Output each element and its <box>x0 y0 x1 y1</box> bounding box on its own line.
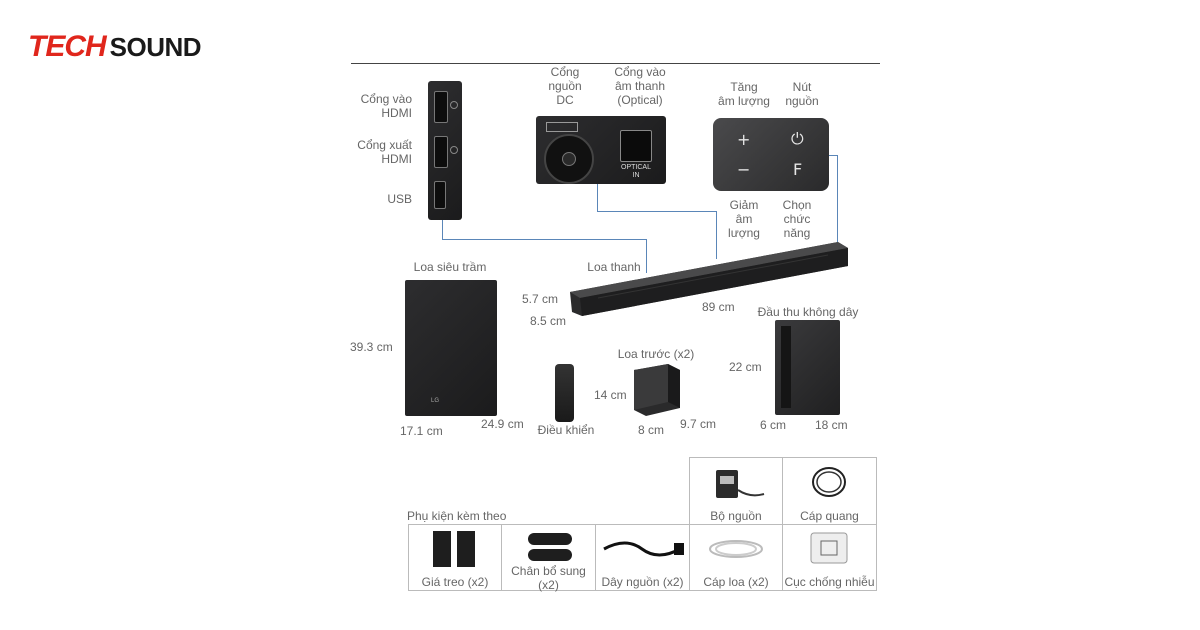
dim-receiver-width: 6 cm <box>760 418 786 432</box>
leader-line <box>442 220 443 239</box>
label-power-button: Nút nguồn <box>780 80 824 108</box>
dim-front-width: 8 cm <box>638 423 664 437</box>
label-volume-up: Tăng âm lượng <box>714 80 774 108</box>
label-usb: USB <box>340 192 412 206</box>
power-adapter-icon <box>690 460 782 508</box>
label-function: Chọn chức năng <box>773 198 821 240</box>
accessory-label: Chân bổ sung (x2) <box>502 564 595 592</box>
rear-ports-panel <box>428 81 462 220</box>
dim-sub-width: 17.1 cm <box>400 424 443 438</box>
dim-receiver-depth: 18 cm <box>815 418 848 432</box>
accessory-label: Giá treo (x2) <box>409 575 501 589</box>
accessory-label: Cáp loa (x2) <box>690 575 782 589</box>
plus-icon: + <box>737 132 750 148</box>
accessory-label: Cáp quang <box>783 509 876 523</box>
label-front-speakers: Loa trước (x2) <box>608 347 704 361</box>
label-subwoofer: Loa siêu trầm <box>400 260 500 274</box>
accessory-cell: Dây nguồn (x2) <box>595 524 690 591</box>
usb-port <box>434 181 446 209</box>
power-icon: ⏻ <box>791 131 804 147</box>
extra-feet-icon <box>502 527 595 567</box>
wall-bracket-icon <box>409 527 501 571</box>
minus-icon: − <box>737 162 750 178</box>
dim-sub-height: 39.3 cm <box>350 340 393 354</box>
optical-cable-icon <box>783 460 876 508</box>
label-dc-power: Cổng nguồn DC <box>540 65 590 107</box>
header-divider <box>351 63 880 64</box>
dim-receiver-height: 22 cm <box>729 360 762 374</box>
top-control-panel: + ⏻ − F <box>713 118 829 191</box>
accessory-cell: Cục chống nhiễu <box>782 524 877 591</box>
accessory-cell: Chân bổ sung (x2) <box>501 524 596 591</box>
subwoofer-image: LG <box>405 280 497 416</box>
label-hdmi-in: Cổng vào HDMI <box>340 92 412 120</box>
logo-tech-text: TECH <box>28 30 106 64</box>
label-volume-down: Giảm âm lượng <box>720 198 768 240</box>
accessory-cell: Giá treo (x2) <box>408 524 502 591</box>
dim-sub-depth: 24.9 cm <box>481 417 524 431</box>
dim-front-height: 14 cm <box>594 388 627 402</box>
label-wireless-receiver: Đầu thu không dây <box>752 305 864 319</box>
function-icon: F <box>793 162 802 178</box>
accessory-label: Cục chống nhiễu <box>783 575 876 589</box>
speaker-cable-icon <box>690 527 782 571</box>
label-optical-in: Cổng vào âm thanh (Optical) <box>603 65 677 107</box>
front-speaker-image <box>628 360 690 420</box>
accessory-cell: Cáp quang <box>782 457 877 525</box>
screw-icon <box>450 101 458 109</box>
accessory-cell: Cáp loa (x2) <box>689 524 783 591</box>
accessories-title: Phụ kiện kèm theo <box>407 509 547 523</box>
wireless-receiver-image <box>775 320 840 415</box>
dim-soundbar-width: 89 cm <box>702 300 735 314</box>
accessory-cell: Bộ nguồn <box>689 457 783 525</box>
power-optical-panel: OPTICAL IN <box>536 116 666 184</box>
dim-soundbar-depth: 8.5 cm <box>530 314 566 328</box>
dc-marking <box>546 122 578 132</box>
label-remote: Điều khiển <box>530 423 602 437</box>
ferrite-core-icon <box>783 527 876 571</box>
optical-port-text: OPTICAL IN <box>614 164 658 180</box>
dc-power-port <box>544 134 594 184</box>
leader-line <box>597 211 717 212</box>
hdmi-in-port <box>434 91 448 123</box>
power-cord-icon <box>596 527 689 571</box>
lg-logo-icon: LG <box>431 398 439 404</box>
dim-front-depth: 9.7 cm <box>680 417 716 431</box>
leader-line <box>837 155 838 245</box>
accessory-label: Dây nguồn (x2) <box>596 575 689 589</box>
techsound-logo: TECH SOUND <box>28 30 201 64</box>
optical-port <box>620 130 652 162</box>
leader-line <box>597 184 598 212</box>
logo-sound-text: SOUND <box>110 32 201 63</box>
screw-icon <box>450 146 458 154</box>
dim-soundbar-height: 5.7 cm <box>522 292 558 306</box>
remote-image <box>555 364 574 422</box>
hdmi-out-port <box>434 136 448 168</box>
accessory-label: Bộ nguồn <box>690 509 782 523</box>
label-hdmi-out: Cổng xuất HDMI <box>340 138 412 166</box>
